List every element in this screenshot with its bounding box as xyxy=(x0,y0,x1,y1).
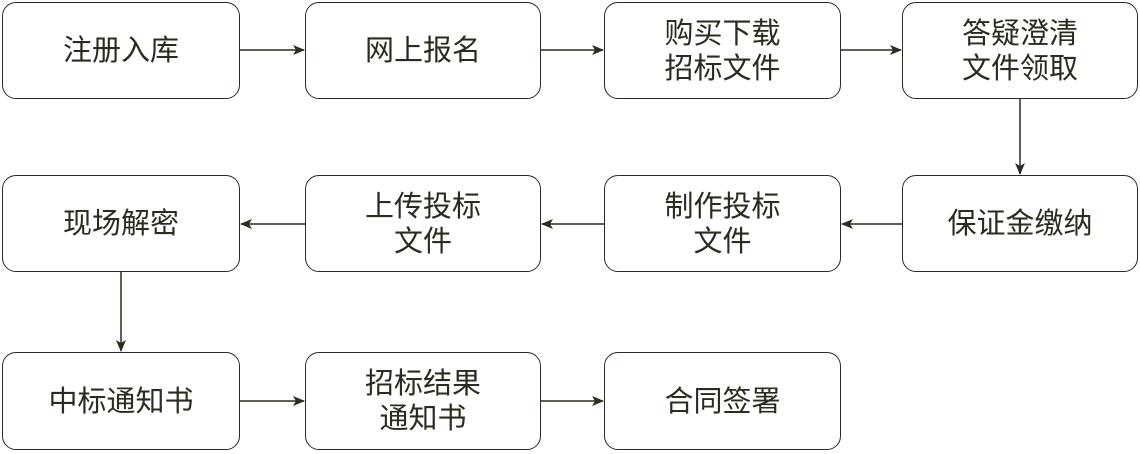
step-pay-deposit: 保证金缴纳 xyxy=(902,175,1138,272)
step-online-signup: 网上报名 xyxy=(305,2,541,99)
step-buy-download-docs: 购买下载 招标文件 xyxy=(604,2,841,99)
step-award-notice: 中标通知书 xyxy=(2,352,240,450)
step-register: 注册入库 xyxy=(2,2,240,99)
step-sign-contract: 合同签署 xyxy=(604,352,841,450)
step-result-notice: 招标结果 通知书 xyxy=(305,352,541,450)
step-clarification-docs: 答疑澄清 文件领取 xyxy=(902,2,1138,99)
step-upload-bid: 上传投标 文件 xyxy=(305,175,541,272)
step-onsite-decrypt: 现场解密 xyxy=(2,175,240,272)
step-prepare-bid: 制作投标 文件 xyxy=(604,175,841,272)
